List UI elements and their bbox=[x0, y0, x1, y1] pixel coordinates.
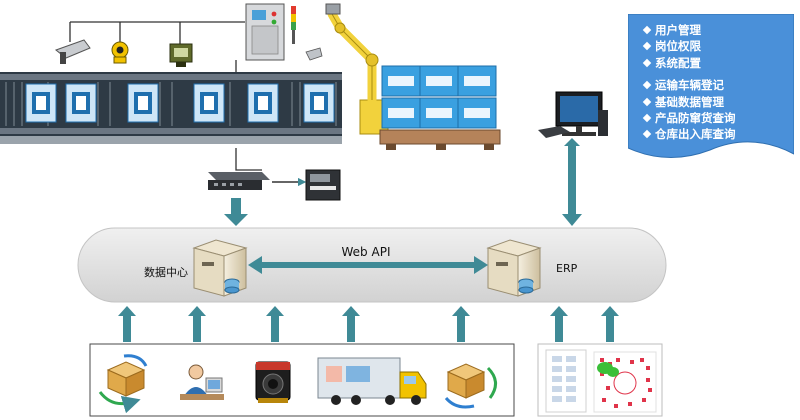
camera-module-icon bbox=[255, 361, 291, 403]
office-worker-icon bbox=[180, 364, 224, 400]
up-arrow bbox=[266, 306, 284, 342]
menu-item-base-data: 基础数据管理 bbox=[642, 94, 736, 110]
menu-item-system-config: 系统配置 bbox=[642, 55, 736, 71]
up-arrow bbox=[550, 306, 568, 342]
diamond-bullet-icon bbox=[642, 130, 652, 139]
top-arrows bbox=[224, 138, 582, 226]
arrow-up-shaft bbox=[231, 198, 241, 216]
barcode-reader-icon bbox=[111, 41, 129, 64]
hand-scanner-small-icon bbox=[305, 47, 323, 61]
diamond-bullet-icon bbox=[642, 58, 652, 68]
erp-label: ERP bbox=[556, 262, 578, 275]
function-menu-list: 用户管理 岗位权限 系统配置 运输车辆登记 基础数据管理 产品防窜货查询 仓库出… bbox=[642, 22, 736, 143]
control-cabinet-icon bbox=[245, 3, 285, 61]
warehouse-cycle-icon bbox=[98, 354, 148, 414]
arrow-down-head-erp bbox=[562, 214, 582, 226]
mobile-app-icon bbox=[545, 349, 587, 413]
web-api-label: Web API bbox=[342, 245, 391, 259]
function-menu-panel bbox=[628, 14, 794, 158]
menu-item-vehicle-registration: 运输车辆登记 bbox=[642, 77, 736, 93]
pallet-stack-icon bbox=[379, 65, 501, 150]
diamond-bullet-icon bbox=[642, 97, 652, 106]
up-arrow bbox=[118, 306, 136, 342]
signal-tower-icon bbox=[291, 6, 296, 44]
diamond-bullet-icon bbox=[642, 80, 652, 90]
diamond-bullet-icon bbox=[642, 42, 652, 51]
up-arrow bbox=[452, 306, 470, 342]
menu-item-role-permissions: 岗位权限 bbox=[642, 38, 736, 54]
wechat-qr-icon bbox=[593, 351, 657, 413]
up-arrow bbox=[601, 306, 619, 342]
handheld-scanner-icon bbox=[54, 39, 91, 64]
diamond-bullet-icon bbox=[642, 25, 652, 35]
menu-item-warehouse-query: 仓库出入库查询 bbox=[642, 126, 736, 142]
delivery-truck-icon bbox=[317, 357, 427, 405]
signal-wires bbox=[69, 21, 262, 171]
erp-server-icon bbox=[486, 239, 542, 297]
bottom-left-panel bbox=[89, 343, 515, 417]
menu-item-user-management: 用户管理 bbox=[642, 22, 736, 38]
industrial-pc-icon bbox=[208, 172, 270, 190]
arrow-shaft bbox=[568, 146, 576, 214]
web-api-connector bbox=[248, 256, 488, 274]
data-center-label: 数据中心 bbox=[144, 265, 188, 279]
conveyor-line bbox=[0, 21, 342, 171]
warehouse-cycle-icon bbox=[444, 363, 497, 409]
menu-item-anti-diversion-query: 产品防窜货查询 bbox=[642, 110, 736, 126]
up-arrow bbox=[188, 306, 206, 342]
up-arrow bbox=[342, 306, 360, 342]
terminal-icon bbox=[169, 43, 193, 67]
arrow-down-head bbox=[224, 214, 248, 226]
data-center-server-icon bbox=[192, 239, 248, 297]
label-printer-icon bbox=[305, 169, 341, 201]
conveyor-belt bbox=[0, 72, 342, 136]
desktop-computer-icon bbox=[538, 91, 608, 138]
arrow-up-head-erp bbox=[564, 138, 580, 146]
diamond-bullet-icon bbox=[642, 113, 652, 123]
bottom-up-arrows bbox=[118, 306, 619, 342]
